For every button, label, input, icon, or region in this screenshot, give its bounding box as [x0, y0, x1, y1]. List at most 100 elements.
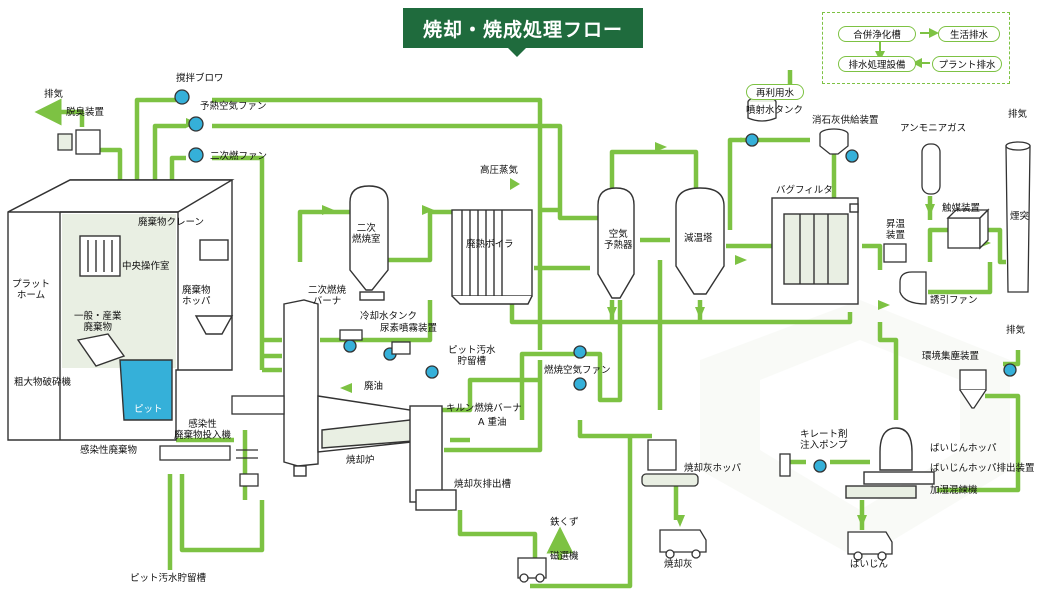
- legend-gappei: 合併浄化槽: [838, 26, 916, 42]
- line-magnet-loop: [530, 436, 633, 589]
- label-kuki-yonetsu: 空気 予熱器: [604, 229, 633, 251]
- kiln: [317, 395, 457, 511]
- deodorizer-equipment: [57, 129, 101, 155]
- label-shokyakubai: 焼却灰: [664, 559, 693, 570]
- line-secondary-down: [212, 155, 265, 370]
- label-a-juyu: A 重油: [478, 417, 507, 428]
- label-sodai: 粗大物破砕機: [14, 377, 72, 388]
- label-shokyaku-hopper: 焼却灰ホッパ: [684, 463, 742, 474]
- label-yuin: 誘引ファン: [930, 295, 978, 306]
- legend-plant: プラント排水: [932, 56, 1002, 72]
- line-kiln-right2: [444, 360, 543, 453]
- watermark-logo: [700, 300, 1010, 560]
- label-dasshu: 脱臭装置: [66, 107, 105, 118]
- line-bag-out: [862, 243, 883, 270]
- line-kiln-right: [440, 377, 540, 413]
- line-fan-stack: [928, 262, 993, 295]
- ash-hopper: [641, 439, 699, 487]
- label-pit-osui: ピット汚水 貯留槽: [448, 345, 496, 367]
- label-chelate: キレート剤 注入ポンプ: [800, 429, 848, 451]
- cooling-water-tank: [339, 329, 411, 355]
- label-kankyo: 環境集塵装置: [922, 351, 980, 362]
- line-ash-to-hopper: [577, 420, 652, 439]
- label-hopper: 廃棄物 ホッパ: [182, 285, 211, 307]
- air-preheater: [597, 187, 635, 299]
- label-jisen: 磁選機: [550, 551, 579, 562]
- induced-fan: [899, 271, 927, 305]
- line-kankyo-up: [1003, 350, 1021, 367]
- label-funsha: 噴射水タンク: [746, 105, 804, 116]
- label-yonetsu: 予熱空気ファン: [200, 101, 267, 112]
- line-sc-top: [297, 209, 350, 262]
- label-kashitsu: 加湿混練機: [930, 485, 978, 496]
- page-title: 焼却・焼成処理フロー: [403, 8, 643, 48]
- line-exhaust-left: [34, 98, 85, 127]
- label-bag: バグフィルタ: [776, 185, 833, 196]
- label-ippan: 一般・産業 廃棄物: [74, 311, 122, 333]
- bag-filter: [771, 197, 859, 305]
- legend-haisui-setsubi: 排水処理設備: [838, 56, 916, 72]
- label-shokubai: 触媒装置: [942, 203, 981, 214]
- label-kouatsu: 高圧蒸気: [480, 165, 519, 176]
- ammonia-cylinder: [921, 143, 941, 195]
- label-baijin: ばいじん: [850, 559, 889, 570]
- magnet: [517, 557, 547, 583]
- line-sc-to-boiler: [388, 209, 452, 263]
- legend-arrows: [875, 28, 939, 68]
- burner-column: [283, 299, 319, 477]
- line-bag-cat: [927, 227, 948, 262]
- label-platform: プラット ホーム: [12, 279, 51, 301]
- label-reikyaku: 冷却水タンク: [360, 311, 418, 322]
- line-top-loop: [609, 149, 699, 190]
- line-kankyo-loop: [937, 393, 1021, 493]
- trucks: [659, 529, 893, 561]
- fans: [174, 89, 1017, 473]
- label-haiki1: 排気: [44, 89, 64, 100]
- line-spray: [727, 137, 742, 230]
- line-combust-fan2: [586, 300, 623, 403]
- label-kiln: 焼却炉: [346, 455, 375, 466]
- line-preheat: [152, 123, 186, 190]
- label-niji-fan: 二次燃ファン: [210, 151, 268, 162]
- cooling-tower: [675, 187, 725, 295]
- secondary-chamber: [349, 185, 389, 301]
- flow-lines: [34, 70, 1021, 589]
- legend-reuse: 再利用水: [746, 84, 804, 100]
- label-nensho-fan: 燃焼空気ファン: [544, 365, 611, 376]
- lime-supply: [819, 128, 849, 155]
- waste-heat-boiler: [451, 209, 533, 305]
- line-to-deodorizer: [96, 147, 123, 190]
- environment-collector: [959, 369, 987, 409]
- line-combust-fan: [519, 351, 586, 420]
- line-blower-up: [134, 97, 176, 190]
- label-shoon: 昇温 装置: [886, 219, 906, 241]
- title-notch: [508, 48, 526, 57]
- label-ammonia: アンモニアガス: [900, 123, 967, 134]
- label-chuou: 中央操作室: [122, 261, 170, 272]
- legend-box: [822, 12, 1010, 84]
- line-ash-discharge: [457, 510, 538, 560]
- label-pit-tank: ピット汚水貯留槽: [130, 573, 207, 584]
- label-crane: 廃棄物クレーン: [138, 217, 205, 228]
- label-nyouso: 尿素噴霧装置: [380, 323, 438, 334]
- catalyst-unit: [883, 208, 990, 263]
- line-cat-stack: [985, 227, 1006, 265]
- label-baijin-out: ばいじんホッパ排出装置: [930, 463, 1035, 474]
- label-haiyu: 廃油: [364, 381, 384, 392]
- label-kakuhan: 撹拌ブロワ: [176, 73, 224, 84]
- legend-seikatsu: 生活排水: [938, 26, 1000, 42]
- chelate-pump: [779, 453, 791, 477]
- line-preheat-air: [212, 123, 600, 221]
- label-shoseki: 消石灰供給装置: [812, 115, 879, 126]
- stack: [1005, 141, 1031, 293]
- label-baijin-hopper: ばいじんホッパ: [930, 443, 997, 454]
- label-pit: ピット: [134, 404, 163, 415]
- label-gen-on: 減温塔: [684, 233, 713, 244]
- infection-feeder: [159, 395, 285, 487]
- line-to-dust-hopper: [877, 322, 899, 420]
- label-kansen-toun: 感染性 廃棄物投入機: [174, 419, 232, 441]
- label-tetsu: 鉄くず: [550, 517, 579, 528]
- line-pit-down2: [179, 474, 265, 553]
- building: [7, 179, 235, 441]
